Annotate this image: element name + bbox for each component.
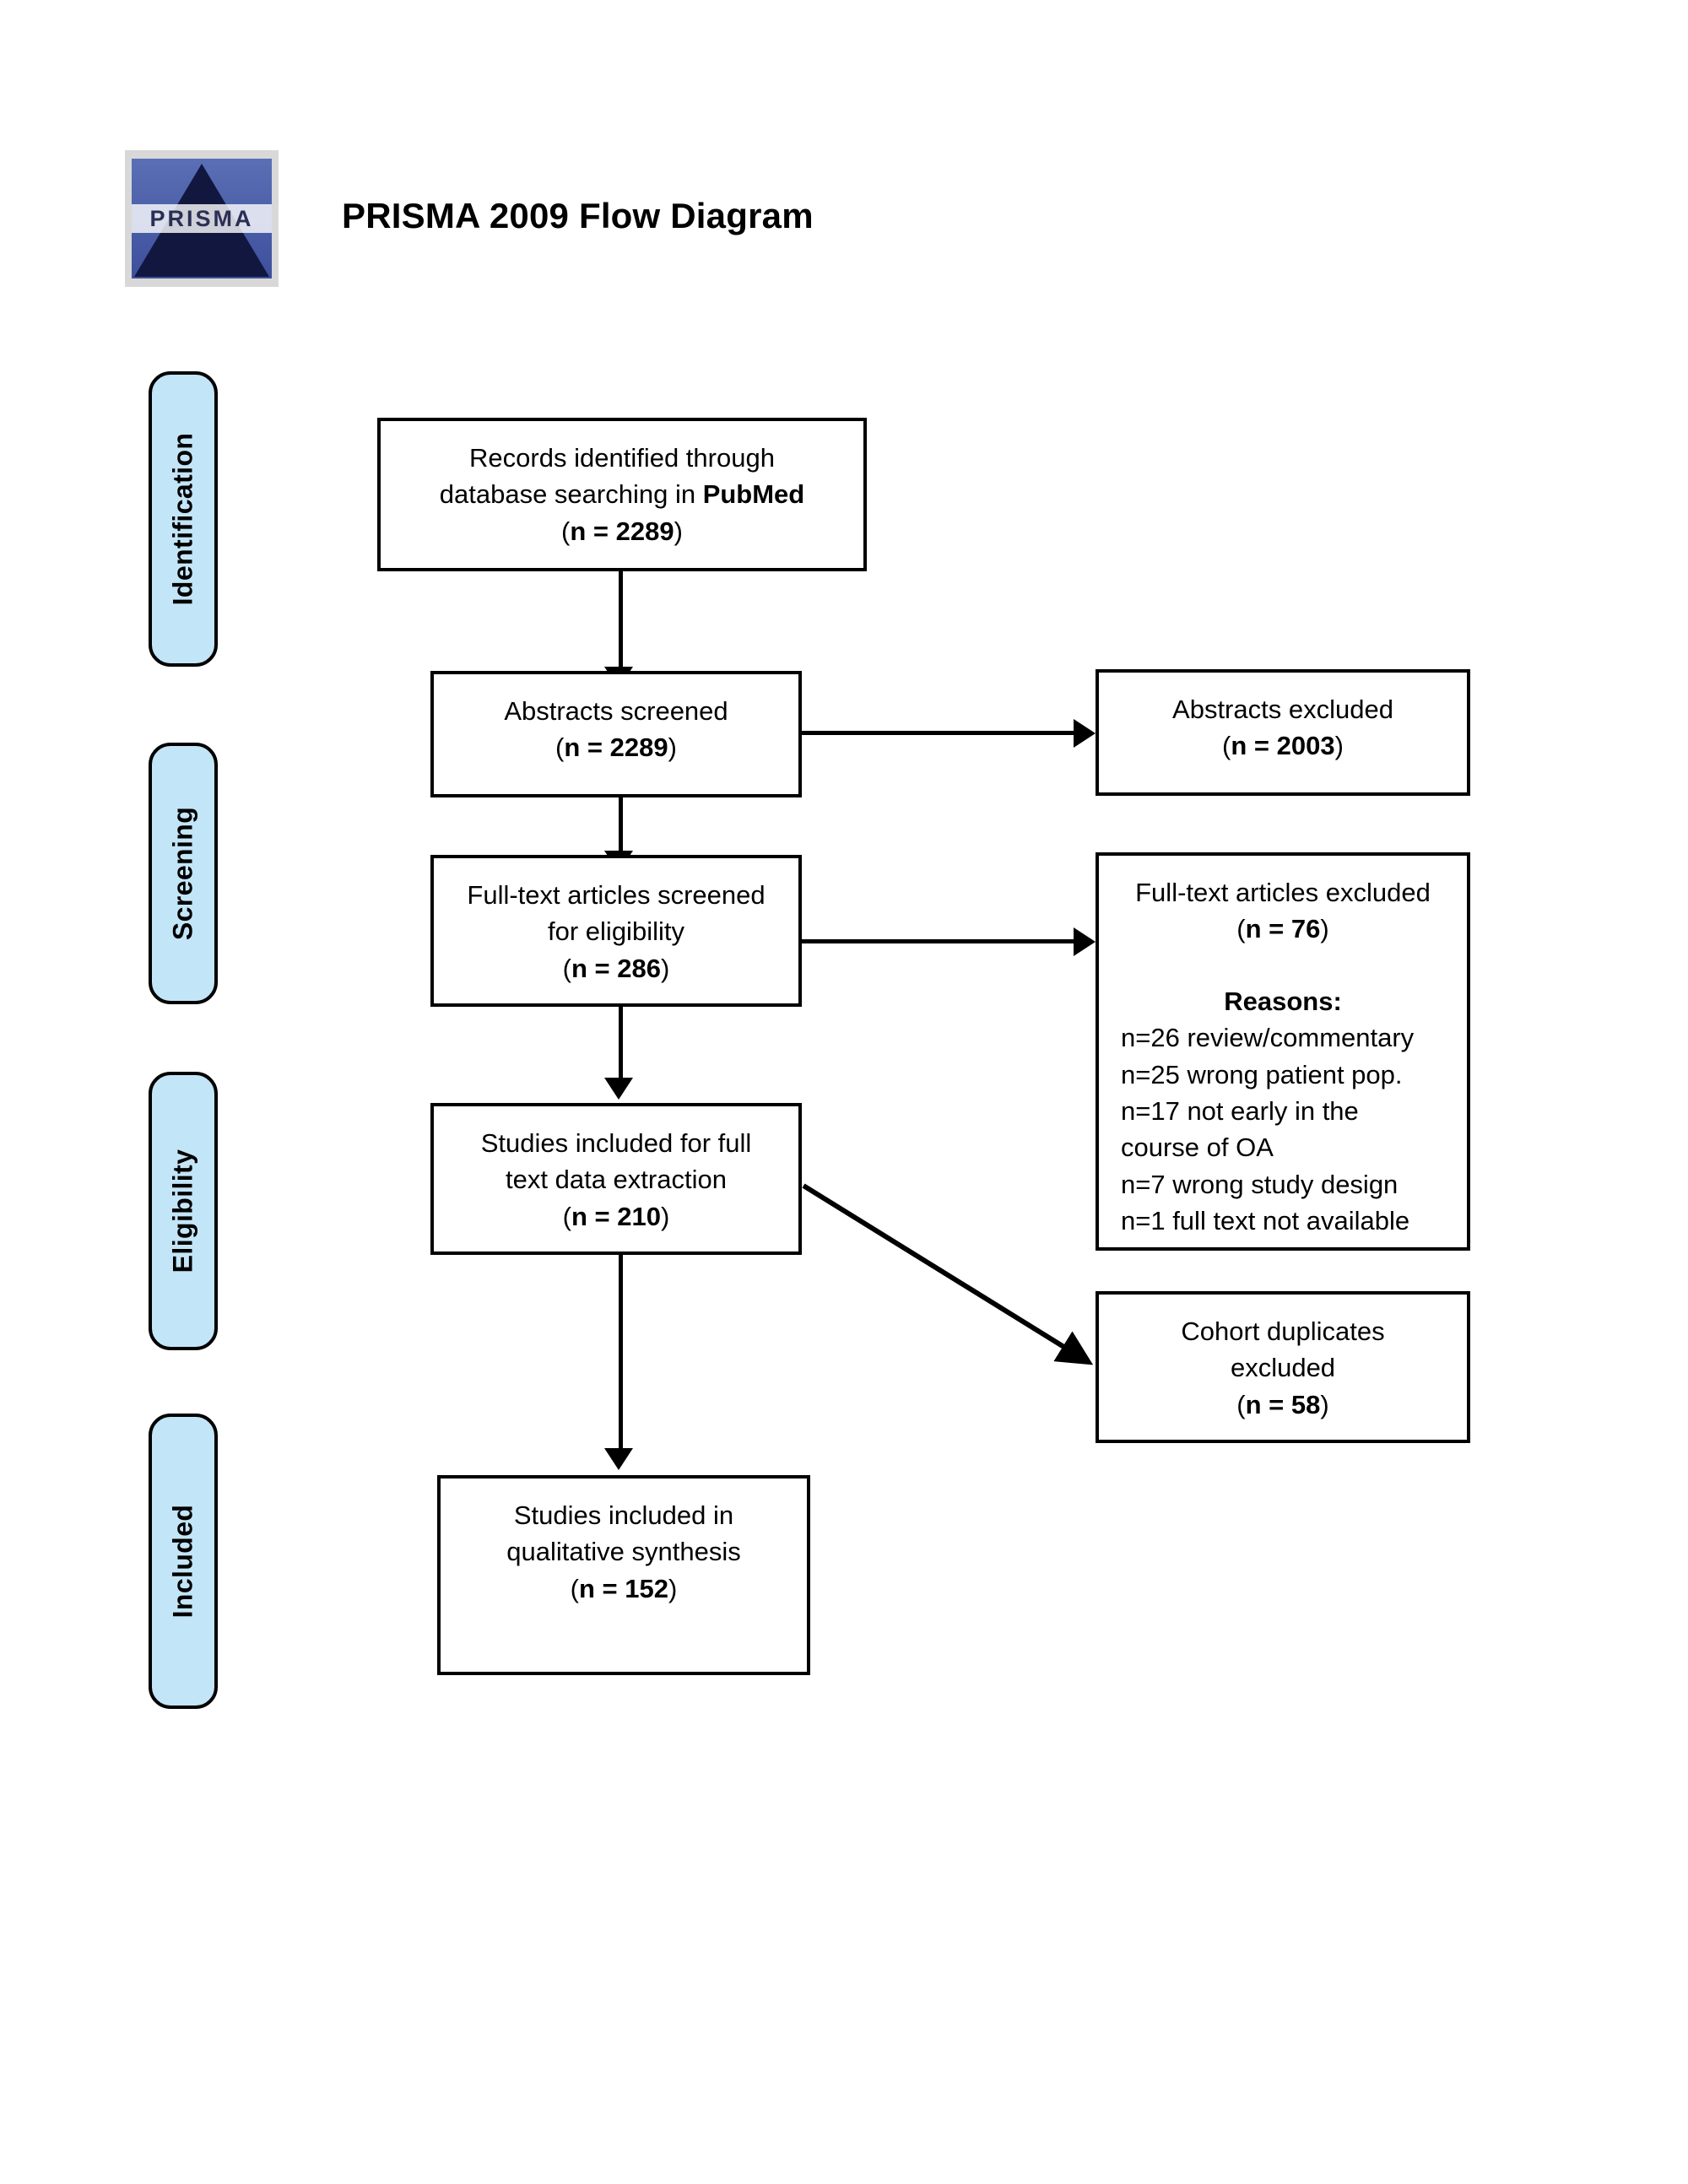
box-count: (n = 152) (441, 1570, 807, 1607)
box-line: Studies included for full (480, 1128, 752, 1158)
paren-close: ) (668, 733, 677, 763)
count-value: n = 2289 (564, 733, 668, 763)
paren-open: ( (562, 1201, 571, 1231)
phase-tab-label: Screening (167, 806, 198, 941)
box-count: (n = 2289) (381, 513, 863, 549)
connector-fulltext-to-excluded (802, 939, 1080, 943)
paren-open: ( (562, 953, 571, 983)
count-value: n = 152 (579, 1573, 668, 1603)
reasons-heading: Reasons: (1224, 986, 1342, 1016)
box-count: (n = 286) (434, 950, 798, 987)
box-count: (n = 2003) (1099, 727, 1467, 764)
box-line: qualitative synthesis (506, 1537, 741, 1567)
arrow-head-down (604, 1448, 633, 1470)
box-line: Records identified through (469, 443, 775, 473)
box-fulltext-excluded: Full-text articles excluded (n = 76) Rea… (1096, 852, 1470, 1251)
connector-records-to-abstracts (619, 571, 623, 673)
paren-open: ( (561, 516, 571, 546)
phase-tab-identification: Identification (149, 371, 218, 667)
paren-close: ) (661, 953, 670, 983)
paren-close: ) (674, 516, 683, 546)
prisma-logo: PRISMA (125, 150, 279, 287)
box-line: Full-text articles excluded (1135, 878, 1431, 907)
paren-open: ( (1222, 731, 1231, 761)
box-count: (n = 210) (434, 1198, 798, 1235)
box-line-text: database searching in (439, 479, 703, 510)
box-line: Full-text articles screened (467, 880, 766, 910)
phase-tab-eligibility: Eligibility (149, 1072, 218, 1350)
connector-fulltext-to-extraction (619, 1007, 623, 1083)
box-cohort-duplicates-excluded: Cohort duplicates excluded (n = 58) (1096, 1291, 1470, 1443)
count-value: n = 76 (1245, 914, 1321, 944)
paren-open: ( (555, 733, 565, 763)
phase-tab-included: Included (149, 1414, 218, 1709)
paren-open: ( (1236, 914, 1246, 944)
phase-tab-label: Included (167, 1504, 198, 1619)
box-line: Studies included in (513, 1500, 734, 1530)
connector-abstracts-to-excluded (802, 731, 1080, 735)
prisma-logo-band (132, 204, 272, 233)
count-value: n = 210 (571, 1201, 661, 1231)
box-qualitative-synthesis: Studies included in qualitative synthesi… (437, 1475, 810, 1675)
box-line: Abstracts screened (504, 696, 728, 726)
connector-extraction-to-synthesis (619, 1255, 623, 1453)
box-count: (n = 58) (1099, 1387, 1467, 1423)
reason-item: n=25 wrong patient pop. (1121, 1059, 1403, 1089)
box-abstracts-screened: Abstracts screened (n = 2289) (430, 671, 802, 797)
box-line-emphasis: PubMed (702, 479, 805, 510)
paren-close: ) (668, 1573, 678, 1603)
box-count: (n = 2289) (434, 729, 798, 765)
reasons-list: n=26 review/commentary n=25 wrong patien… (1099, 1019, 1467, 1239)
paren-open: ( (570, 1573, 579, 1603)
box-records-identified: Records identified through database sear… (377, 418, 867, 571)
paren-close: ) (1334, 731, 1344, 761)
reason-item: n=1 full text not available (1121, 1206, 1410, 1236)
box-line: Cohort duplicates (1181, 1316, 1385, 1346)
paren-open: ( (1236, 1389, 1246, 1419)
phase-tab-label: Eligibility (167, 1149, 198, 1273)
count-value: n = 58 (1245, 1389, 1321, 1419)
box-line: for eligibility (548, 916, 684, 947)
reason-item: course of OA (1121, 1133, 1274, 1163)
box-line: text data extraction (506, 1165, 727, 1195)
box-line: database searching in PubMed (381, 476, 863, 512)
arrow-head-right (1074, 927, 1096, 956)
reason-item: n=7 wrong study design (1121, 1169, 1399, 1199)
box-count: (n = 76) (1099, 911, 1467, 947)
count-value: n = 2003 (1231, 731, 1335, 761)
box-line: excluded (1230, 1353, 1336, 1383)
arrow-head-right (1074, 719, 1096, 748)
page-title: PRISMA 2009 Flow Diagram (342, 196, 814, 235)
reason-item: n=26 review/commentary (1121, 1023, 1415, 1053)
phase-tab-label: Identification (167, 432, 198, 606)
paren-close: ) (661, 1201, 670, 1231)
box-fulltext-screened: Full-text articles screened for eligibil… (430, 855, 802, 1007)
paren-close: ) (1320, 914, 1329, 944)
box-abstracts-excluded: Abstracts excluded (n = 2003) (1096, 669, 1470, 796)
box-studies-extraction: Studies included for full text data extr… (430, 1103, 802, 1255)
prisma-logo-background: PRISMA (132, 159, 272, 278)
phase-tab-screening: Screening (149, 743, 218, 1004)
paren-close: ) (1320, 1389, 1329, 1419)
count-value: n = 2289 (570, 516, 674, 546)
box-line: Abstracts excluded (1172, 695, 1393, 724)
prisma-logo-wordmark: PRISMA (149, 206, 254, 231)
connector-abstracts-to-fulltext (619, 797, 623, 857)
arrow-head-down (604, 1078, 633, 1100)
reason-item: n=17 not early in the (1121, 1095, 1359, 1126)
count-value: n = 286 (571, 953, 661, 983)
